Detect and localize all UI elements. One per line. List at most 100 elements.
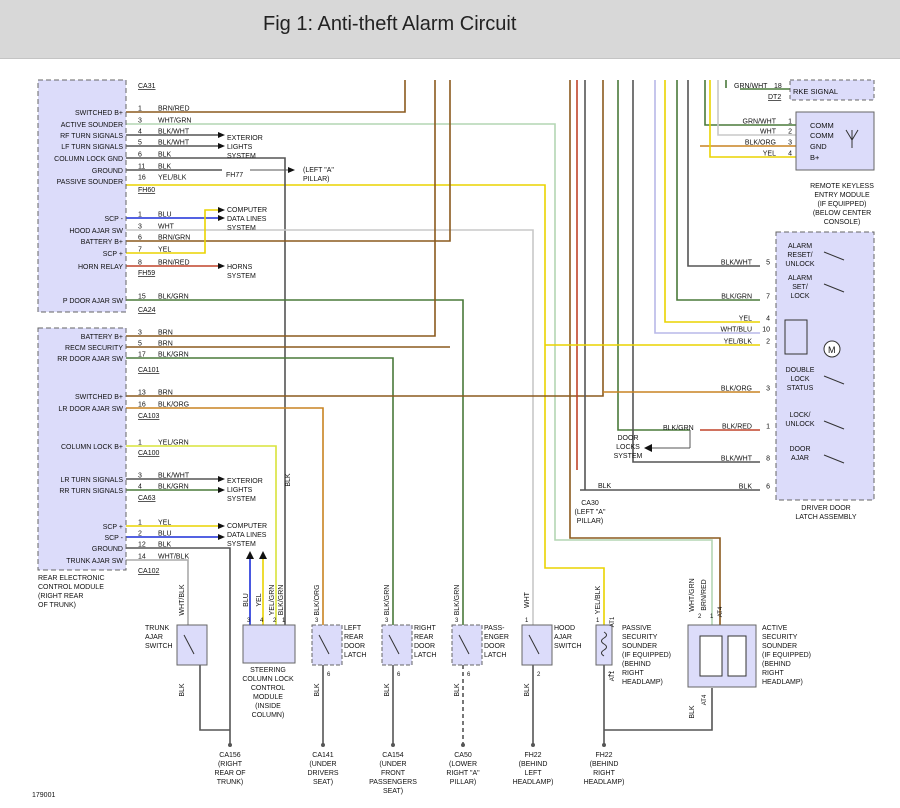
ground-location: HEADLAMP) bbox=[584, 779, 625, 786]
component-bot-wire: BLK bbox=[454, 683, 461, 697]
exterior-lights-label: LIGHTS bbox=[227, 144, 253, 151]
component-name: DOOR bbox=[484, 643, 505, 650]
latch-switch-label: AJAR bbox=[791, 455, 809, 462]
active-sounder-name: SECURITY bbox=[762, 634, 798, 641]
recm-pin-label: RR TURN SIGNALS bbox=[59, 488, 123, 495]
recm-pin-number: 13 bbox=[138, 390, 146, 397]
wire-rke-grn-wht bbox=[704, 80, 796, 126]
recm-wire-color: BLK bbox=[158, 152, 172, 159]
recm-pin-number: 6 bbox=[138, 235, 142, 242]
ground-location: DRIVERS bbox=[307, 770, 338, 777]
latch-pin-number: 8 bbox=[766, 456, 770, 463]
latch-pin-number: 10 bbox=[762, 327, 770, 334]
ground-location: (LOWER bbox=[449, 761, 477, 768]
latch-wire-color: BLK/WHT bbox=[721, 260, 753, 267]
computer-data-arrow-icon bbox=[218, 534, 225, 540]
latch-wire-color: BLK/GRN bbox=[721, 294, 752, 301]
ground-location: CA141 bbox=[312, 752, 334, 759]
latch-switch-label: DOUBLE bbox=[786, 367, 815, 374]
ground-location: SEAT) bbox=[383, 788, 403, 795]
recm-wire-color: BLK/ORG bbox=[158, 402, 189, 409]
recm-wire-color: YEL/GRN bbox=[158, 440, 189, 447]
ground-location: (RIGHT bbox=[218, 761, 243, 768]
component-bot-conn: AT1 bbox=[610, 670, 616, 681]
recm-pin-number: 3 bbox=[138, 118, 142, 125]
computer-data-arrow-icon bbox=[218, 215, 225, 221]
left-a-pillar-label: (LEFT "A" bbox=[303, 167, 334, 174]
recm-pin-label: RECM SECURITY bbox=[65, 345, 123, 352]
rke-signal-color: GRN/WHT bbox=[734, 83, 768, 90]
wire-blk-top2 bbox=[632, 80, 760, 463]
wire-yel-blk-passive bbox=[126, 184, 605, 625]
latch-switch-contact bbox=[823, 454, 845, 464]
component-name: AJAR bbox=[554, 634, 572, 641]
recm-name: CONTROL MODULE bbox=[38, 584, 104, 591]
motor-icon bbox=[823, 340, 841, 358]
latch-switch-label: UNLOCK bbox=[785, 421, 815, 428]
recm-pin-number: 5 bbox=[138, 140, 142, 147]
rke-pin-label: B+ bbox=[810, 153, 820, 162]
component-name: ENGER bbox=[484, 634, 509, 641]
component-top-pin: 3 bbox=[315, 618, 319, 624]
data-lines-up-arrow-icon bbox=[246, 551, 254, 559]
rke-pin-number: 3 bbox=[788, 140, 792, 147]
wire-blk-column-gnd bbox=[126, 157, 286, 625]
rke-pin-label: GND bbox=[810, 142, 827, 151]
recm-wire-color: BRN/GRN bbox=[158, 235, 190, 242]
ground-location: PILLAR) bbox=[450, 779, 476, 786]
recm-pin-label: SCP - bbox=[104, 535, 123, 542]
recm-pin-number: 1 bbox=[138, 440, 142, 447]
rke-module-name: CONSOLE) bbox=[824, 219, 861, 226]
component-name: REAR bbox=[414, 634, 433, 641]
component-bot-pin: 2 bbox=[608, 672, 612, 678]
recm-wire-color: BLK/WHT bbox=[158, 473, 190, 480]
rke-module-name: (BELOW CENTER bbox=[813, 210, 871, 217]
recm-wire-color: YEL bbox=[158, 520, 171, 527]
latch-switch-label: LOCK/ bbox=[789, 412, 810, 419]
rke-wire-color: GRN/WHT bbox=[743, 119, 777, 126]
component-name: DOOR bbox=[414, 643, 435, 650]
steering-module-name: COLUMN) bbox=[252, 712, 285, 719]
active-sounder-wire: BRN/RED bbox=[701, 579, 708, 611]
recm-pin-number: 16 bbox=[138, 175, 146, 182]
recm-pin-number: 8 bbox=[138, 260, 142, 267]
component-top-pin: 1 bbox=[525, 618, 529, 624]
active-sounder-ground-wire: BLK bbox=[689, 705, 696, 719]
latch-switch-contact bbox=[823, 283, 845, 293]
wire-gnd-active bbox=[604, 688, 713, 731]
recm-pin-label: P DOOR AJAR SW bbox=[63, 298, 124, 305]
steering-pin-number: 1 bbox=[282, 618, 286, 624]
recm-pin-number: 3 bbox=[138, 473, 142, 480]
ground-junction bbox=[391, 743, 395, 747]
ground-junction bbox=[461, 743, 465, 747]
wire-gnd-trunk bbox=[199, 665, 230, 731]
recm-wire-color: BLU bbox=[158, 212, 172, 219]
recm-pin-label: SCP + bbox=[103, 251, 123, 258]
recm-name: (RIGHT REAR bbox=[38, 593, 83, 600]
recm-wire-color: YEL bbox=[158, 247, 171, 254]
latch-assembly-name: LATCH ASSEMBLY bbox=[795, 514, 857, 521]
latch-switch-contact bbox=[823, 251, 845, 261]
recm-wire-color: BLK/GRN bbox=[158, 294, 189, 301]
recm-pin-label: RF TURN SIGNALS bbox=[60, 133, 123, 140]
component-name: SWITCH bbox=[554, 643, 582, 650]
rke-pin-label: COMM bbox=[810, 121, 834, 130]
wire-blk-org-lr bbox=[126, 407, 324, 625]
latch-pin-number: 5 bbox=[766, 260, 770, 267]
wire-rke-yel bbox=[709, 80, 796, 158]
component-bot-wire: BLK bbox=[179, 683, 186, 697]
ca30-label: PILLAR) bbox=[577, 518, 603, 525]
ground-location: LEFT bbox=[524, 770, 542, 777]
ground-location: FH22 bbox=[595, 752, 612, 759]
recm-wire-color: YEL/BLK bbox=[158, 175, 187, 182]
recm-pin-number: 3 bbox=[138, 330, 142, 337]
component-top-conn: AT1 bbox=[610, 616, 616, 627]
component-name: (IF EQUIPPED) bbox=[622, 652, 671, 659]
recm-pin-number: 1 bbox=[138, 106, 142, 113]
component-name: REAR bbox=[344, 634, 363, 641]
figure-code: 179001 bbox=[32, 792, 55, 799]
wire-wht-grn-active bbox=[126, 123, 713, 625]
ground-location: (BEHIND bbox=[590, 761, 619, 768]
active-sounder-pin: 2 bbox=[698, 614, 702, 620]
